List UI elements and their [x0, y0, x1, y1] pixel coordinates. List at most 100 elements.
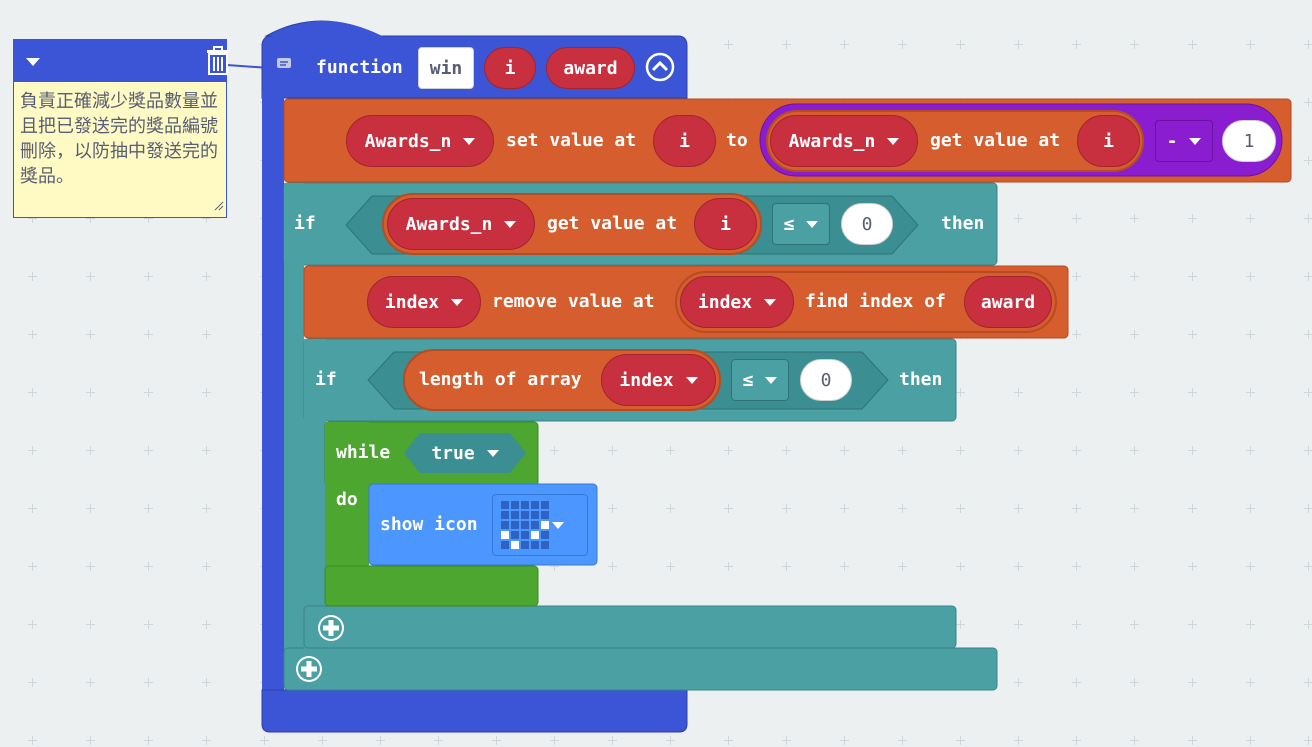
comment-header[interactable] [14, 40, 229, 82]
led-cell [541, 511, 549, 519]
grid-plus-mark [898, 736, 907, 745]
comment-text[interactable]: 負責正確減少獎品數量並且把已發送完的獎品編號刪除，以防抽中發送完的獎品。 [20, 91, 218, 187]
chevron-down-icon[interactable] [26, 58, 40, 66]
chevron-down-icon [552, 522, 564, 529]
math-operator-dropdown[interactable]: - [1155, 120, 1213, 162]
grid-plus-mark [1014, 388, 1023, 397]
grid-plus-mark [260, 736, 269, 745]
set-array-label: Awards_n [364, 130, 452, 152]
grid-plus-mark [1188, 388, 1197, 397]
grid-plus-mark [144, 736, 153, 745]
grid-plus-mark [1246, 272, 1255, 281]
if-inner-value-field[interactable]: 0 [800, 359, 852, 401]
param-i[interactable]: i [484, 47, 536, 89]
grid-plus-mark [1014, 678, 1023, 687]
grid-plus-mark [956, 504, 965, 513]
grid-plus-mark [1246, 620, 1255, 629]
led-cell [501, 501, 509, 509]
function-name-field[interactable]: win [418, 47, 474, 89]
grid-plus-mark [28, 388, 37, 397]
led-cell [521, 531, 529, 539]
if-outer-add-else-button[interactable] [293, 653, 325, 689]
led-cell [531, 521, 539, 529]
grid-plus-mark [898, 40, 907, 49]
grid-plus-mark [1072, 40, 1081, 49]
grid-plus-mark [956, 40, 965, 49]
grid-plus-mark [724, 562, 733, 571]
led-cell [521, 511, 529, 519]
if-outer-index-var[interactable]: i [694, 198, 757, 250]
if-outer-bottom [283, 647, 998, 691]
remove-array-label: index [384, 291, 440, 313]
grid-plus-mark [86, 214, 95, 223]
while-block-bottom [324, 565, 539, 607]
collapse-icon[interactable] [645, 52, 675, 86]
grid-plus-mark [86, 678, 95, 687]
grid-plus-mark [1072, 736, 1081, 745]
function-block-spine [262, 90, 284, 710]
grid-plus-mark [1130, 620, 1139, 629]
grid-plus-mark [202, 504, 211, 513]
if-outer-value-field[interactable]: 0 [841, 203, 893, 245]
grid-plus-mark [144, 446, 153, 455]
find-array-label: index [697, 291, 753, 313]
grid-plus-mark [608, 736, 617, 745]
comment-icon[interactable] [276, 56, 292, 75]
comment-note[interactable]: 負責正確減少獎品數量並且把已發送完的獎品編號刪除，以防抽中發送完的獎品。 [13, 39, 229, 218]
grid-plus-mark [1072, 446, 1081, 455]
find-value-var[interactable]: award [964, 276, 1052, 328]
grid-plus-mark [1304, 214, 1312, 223]
grid-plus-mark [840, 504, 849, 513]
resize-handle-icon[interactable] [214, 196, 224, 215]
grid-plus-mark [840, 562, 849, 571]
if-inner-add-else-button[interactable] [315, 612, 347, 648]
led-cell [541, 501, 549, 509]
grid-plus-mark [1246, 446, 1255, 455]
grid-plus-mark [144, 272, 153, 281]
get-index-var[interactable]: i [1077, 115, 1140, 167]
get-array-dropdown[interactable]: Awards_n [770, 115, 918, 167]
grid-plus-mark [608, 504, 617, 513]
set-array-dropdown[interactable]: Awards_n [346, 115, 494, 167]
if-outer-array-dropdown[interactable]: Awards_n [387, 198, 535, 250]
grid-plus-mark [1072, 214, 1081, 223]
grid-plus-mark [1014, 620, 1023, 629]
led-cell [531, 531, 539, 539]
led-cell [531, 511, 539, 519]
grid-plus-mark [202, 388, 211, 397]
find-index-label: find index of [805, 291, 946, 312]
icon-picker-dropdown[interactable] [492, 494, 588, 556]
if-outer-compare-dropdown[interactable]: ≤ [772, 203, 830, 245]
grid-plus-mark [86, 446, 95, 455]
chevron-down-icon [463, 137, 476, 145]
set-value-label: set value at [506, 130, 637, 151]
grid-plus-mark [956, 446, 965, 455]
grid-plus-mark [1188, 562, 1197, 571]
grid-plus-mark [28, 678, 37, 687]
remove-array-dropdown[interactable]: index [367, 276, 481, 328]
math-operand-field[interactable]: 1 [1222, 120, 1276, 162]
find-array-dropdown[interactable]: index [680, 276, 794, 328]
led-cell [511, 511, 519, 519]
grid-plus-mark [1304, 620, 1312, 629]
if-inner-compare-dropdown[interactable]: ≤ [731, 359, 789, 401]
length-array-label: index [619, 369, 674, 391]
grid-plus-mark [1130, 678, 1139, 687]
grid-plus-mark [1072, 620, 1081, 629]
set-index-var[interactable]: i [653, 115, 716, 167]
grid-plus-mark [1304, 504, 1312, 513]
length-array-dropdown[interactable]: index [601, 354, 716, 406]
chevron-down-icon [685, 376, 698, 384]
grid-plus-mark [956, 620, 965, 629]
grid-plus-mark [1014, 736, 1023, 745]
grid-plus-mark [1304, 678, 1312, 687]
grid-plus-mark [782, 736, 791, 745]
trash-icon[interactable] [205, 46, 231, 80]
grid-plus-mark [1130, 736, 1139, 745]
grid-plus-mark [1188, 620, 1197, 629]
while-condition-dropdown[interactable]: true [404, 433, 526, 473]
if-inner-then-label: then [899, 369, 943, 390]
param-award[interactable]: award [546, 47, 635, 89]
grid-plus-mark [1130, 272, 1139, 281]
grid-plus-mark [1072, 388, 1081, 397]
